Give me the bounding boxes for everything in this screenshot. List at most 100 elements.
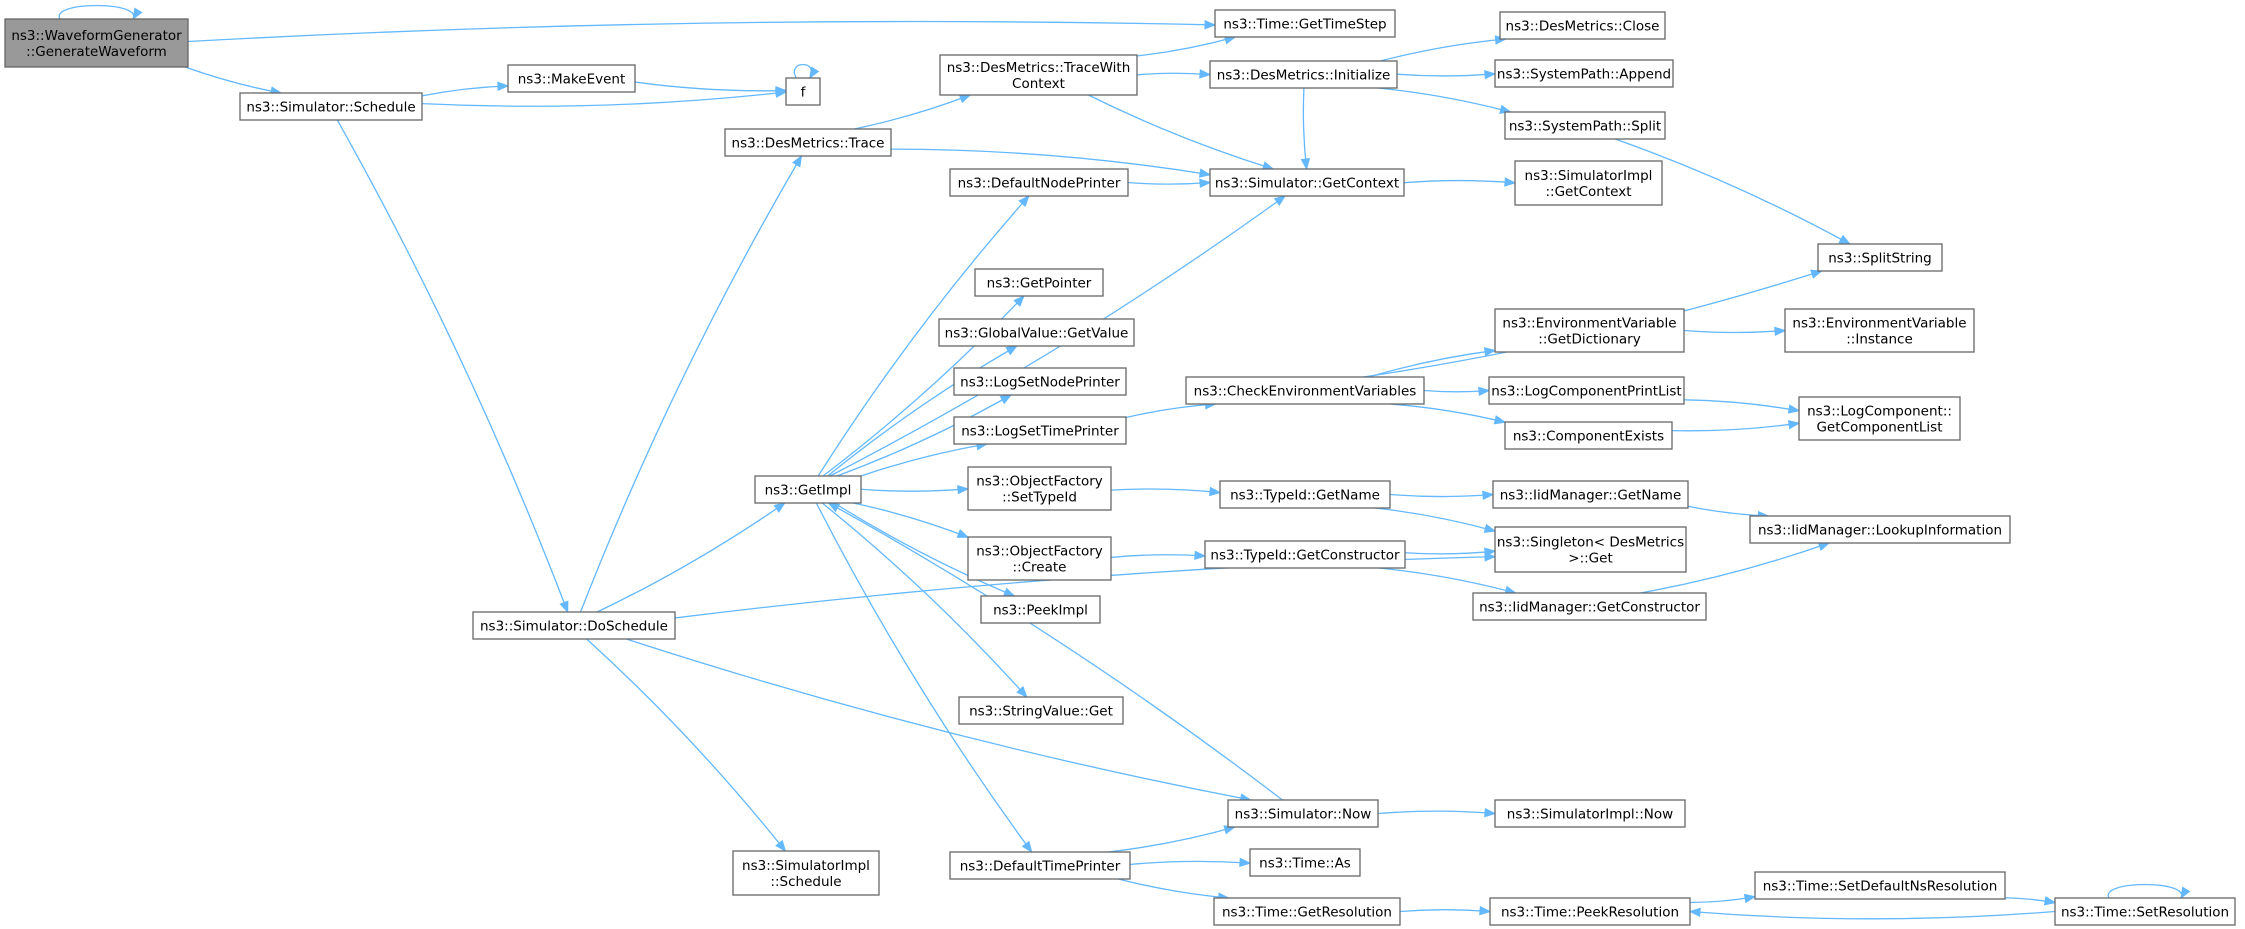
node-envGetDictionary[interactable]: ns3::EnvironmentVariable::GetDictionary (1494, 308, 1685, 353)
node-objSetTypeId-label-1: ::SetTypeId (1002, 490, 1077, 506)
edge-desInitialize-to-sysSplit (1377, 87, 1512, 114)
edge-typeGetName-to-iidGetName-arrowhead (1482, 490, 1495, 501)
node-singletonGet[interactable]: ns3::Singleton< DesMetrics >::Get (1494, 526, 1687, 573)
edge-getImpl-to-logSetNodePrinter-line (836, 394, 1012, 477)
node-globalGetValue-box (938, 318, 1135, 347)
node-iidLookup[interactable]: ns3::IidManager::LookupInformation (1749, 515, 2011, 544)
edge-simGetContext-to-simImplGetContext-line (1403, 179, 1516, 184)
node-simImplGetContext-label-1: ::GetContext (1545, 184, 1631, 200)
edge-defaultNodePrinter-to-simGetContext (1127, 178, 1212, 189)
node-logCompPrintList[interactable]: ns3::LogComponentPrintList (1488, 376, 1685, 405)
node-envGetDictionary-box (1494, 308, 1685, 353)
edge-f-self-loop (793, 64, 813, 79)
edge-doSchedule-to-simNow-line (626, 638, 1251, 801)
node-sysSplit-label-0: ns3::SystemPath::Split (1509, 119, 1661, 135)
node-simImplNow[interactable]: ns3::SimulatorImpl::Now (1494, 799, 1686, 828)
node-sysAppend-box (1494, 59, 1674, 88)
node-doSchedule[interactable]: ns3::Simulator::DoSchedule (472, 611, 676, 640)
node-schedule[interactable]: ns3::Simulator::Schedule (239, 92, 423, 121)
node-getImpl-label-0: ns3::GetImpl (765, 483, 852, 499)
node-getImpl[interactable]: ns3::GetImpl (754, 475, 862, 504)
node-peekImpl-label-0: ns3::PeekImpl (993, 603, 1088, 619)
node-stringGet[interactable]: ns3::StringValue::Get (958, 696, 1124, 725)
edge-typeGetConstructor-to-singletonGet-line (1404, 550, 1496, 555)
node-logCompGetList[interactable]: ns3::LogComponent::GetComponentList (1798, 396, 1961, 441)
node-timePeekResolution[interactable]: ns3::Time::PeekResolution (1489, 897, 1691, 926)
node-checkEnv-box (1185, 376, 1425, 405)
node-simGetContext[interactable]: ns3::Simulator::GetContext (1209, 168, 1405, 197)
edge-f-to-f (793, 64, 820, 80)
node-simImplSchedule[interactable]: ns3::SimulatorImpl::Schedule (732, 850, 880, 896)
edge-root-to-getTimeStep-arrowhead (1204, 19, 1217, 30)
node-defaultNodePrinter-box (949, 168, 1129, 197)
edge-getImpl-to-logSetNodePrinter (836, 394, 1013, 477)
edge-getImpl-to-defaultTimePrinter-line (815, 502, 1033, 853)
node-envGetDictionary-label-0: ns3::EnvironmentVariable (1502, 316, 1676, 332)
node-globalGetValue[interactable]: ns3::GlobalValue::GetValue (938, 318, 1135, 347)
node-typeGetName[interactable]: ns3::TypeId::GetName (1219, 480, 1391, 509)
node-componentExists-label-0: ns3::ComponentExists (1513, 429, 1664, 445)
node-iidGetConstructor[interactable]: ns3::IidManager::GetConstructor (1472, 592, 1707, 621)
node-logSetNodePrinter[interactable]: ns3::LogSetNodePrinter (953, 367, 1127, 396)
node-doSchedule-label-0: ns3::Simulator::DoSchedule (480, 619, 668, 635)
node-timeSetResolution[interactable]: ns3::Time::SetResolution (2054, 897, 2236, 926)
node-desClose[interactable]: ns3::DesMetrics::Close (1499, 11, 1666, 40)
node-logSetTimePrinter[interactable]: ns3::LogSetTimePrinter (953, 416, 1127, 445)
node-timeGetResolution[interactable]: ns3::Time::GetResolution (1213, 897, 1401, 926)
node-checkEnv[interactable]: ns3::CheckEnvironmentVariables (1185, 376, 1425, 405)
edge-timeSetResolution-to-timePeekResolution-line (1689, 910, 2056, 920)
edge-root-to-schedule-line (184, 66, 282, 94)
node-envInstance[interactable]: ns3::EnvironmentVariable::Instance (1784, 308, 1975, 353)
edge-defaultNodePrinter-to-simGetContext-line (1127, 181, 1211, 185)
node-root[interactable]: ns3::WaveformGenerator::GenerateWaveform (4, 18, 189, 68)
edge-checkEnv-to-envGetDictionary (1368, 347, 1497, 378)
node-componentExists[interactable]: ns3::ComponentExists (1504, 421, 1673, 450)
node-f-label-0: f (801, 85, 807, 101)
node-timeAs[interactable]: ns3::Time::As (1249, 848, 1361, 877)
node-simImplGetContext[interactable]: ns3::SimulatorImpl::GetContext (1514, 160, 1663, 206)
node-checkEnv-label-0: ns3::CheckEnvironmentVariables (1194, 384, 1417, 400)
node-defaultTimePrinter[interactable]: ns3::DefaultTimePrinter (949, 851, 1131, 880)
edge-checkEnv-to-componentExists (1389, 403, 1507, 425)
node-simNow[interactable]: ns3::Simulator::Now (1227, 799, 1379, 828)
node-simImplSchedule-label-0: ns3::SimulatorImpl (742, 858, 870, 874)
edge-traceWithContext-to-getTimeStep-line (1136, 36, 1236, 57)
edge-getImpl-to-objSetTypeId-arrowhead (957, 484, 970, 495)
node-desInitialize[interactable]: ns3::DesMetrics::Initialize (1209, 60, 1398, 89)
node-sysAppend[interactable]: ns3::SystemPath::Append (1494, 59, 1674, 88)
node-f[interactable]: f (785, 77, 821, 106)
node-objSetTypeId[interactable]: ns3::ObjectFactory::SetTypeId (967, 466, 1112, 511)
node-sysSplit[interactable]: ns3::SystemPath::Split (1504, 111, 1666, 140)
node-objCreate[interactable]: ns3::ObjectFactory::Create (967, 536, 1112, 581)
node-desTrace[interactable]: ns3::DesMetrics::Trace (724, 128, 892, 157)
edge-makeEvent-to-f-arrowhead (775, 86, 788, 96)
node-getTimeStep[interactable]: ns3::Time::GetTimeStep (1214, 9, 1396, 38)
node-getPointer-box (974, 268, 1104, 297)
node-simImplGetContext-label-0: ns3::SimulatorImpl (1525, 168, 1653, 184)
edge-doSchedule-to-simImplSchedule (586, 638, 787, 853)
edge-getImpl-to-objCreate (853, 502, 970, 538)
node-makeEvent[interactable]: ns3::MakeEvent (507, 64, 636, 93)
node-timeSetDefaultNs[interactable]: ns3::Time::SetDefaultNsResolution (1754, 871, 2006, 900)
node-defaultNodePrinter[interactable]: ns3::DefaultNodePrinter (949, 168, 1129, 197)
edge-simNow-to-simImplNow (1377, 807, 1497, 818)
edge-makeEvent-to-f-line (634, 81, 787, 92)
node-logSetTimePrinter-label-0: ns3::LogSetTimePrinter (961, 424, 1119, 440)
node-simImplGetContext-box (1514, 160, 1663, 206)
node-makeEvent-label-0: ns3::MakeEvent (518, 72, 626, 88)
node-singletonGet-label-1: >::Get (1568, 551, 1612, 567)
node-splitString[interactable]: ns3::SplitString (1817, 243, 1943, 272)
edge-schedule-to-doSchedule-line (336, 119, 569, 613)
edge-defaultNodePrinter-to-simGetContext-arrowhead (1199, 178, 1212, 189)
edges-layer (58, 4, 2191, 920)
edge-desInitialize-to-sysSplit-line (1377, 87, 1511, 113)
edge-desInitialize-to-desClose-line (1380, 38, 1506, 62)
edge-traceWithContext-to-simGetContext-line (1088, 94, 1274, 170)
node-peekImpl[interactable]: ns3::PeekImpl (980, 595, 1101, 624)
edge-schedule-to-f-line (421, 91, 787, 107)
edge-desTrace-to-traceWithContext-arrowhead (958, 94, 972, 104)
node-iidGetName[interactable]: ns3::IidManager::GetName (1492, 480, 1689, 509)
node-getPointer[interactable]: ns3::GetPointer (974, 268, 1104, 297)
node-typeGetConstructor[interactable]: ns3::TypeId::GetConstructor (1204, 540, 1406, 569)
